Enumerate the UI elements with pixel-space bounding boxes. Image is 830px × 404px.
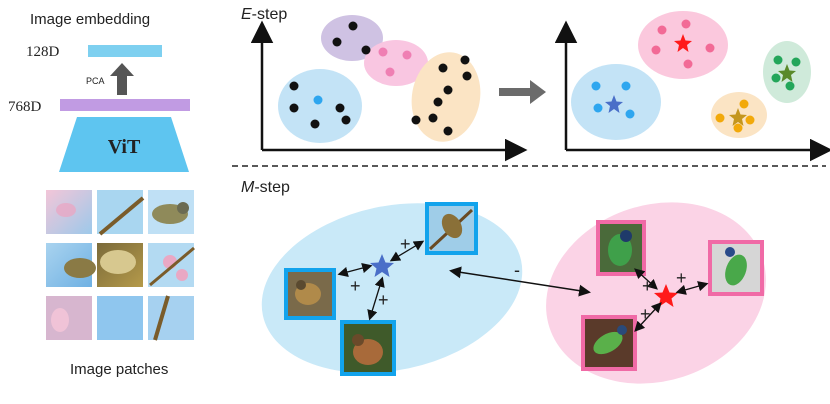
- m-step-arrows: [337, 240, 709, 332]
- orange-points-after: [715, 99, 755, 133]
- minus-sign: -: [514, 260, 520, 280]
- arrow-negative: [449, 266, 591, 297]
- plus-sign: +: [640, 304, 651, 324]
- blue-points-after: [591, 81, 635, 119]
- patch-9: [148, 295, 194, 341]
- blue-points: [313, 95, 323, 105]
- centroid-star-orange: [729, 108, 747, 126]
- transition-arrow-icon: [499, 80, 546, 104]
- dim-768-label: 768D: [8, 99, 42, 115]
- embedding-768-bar: [60, 99, 190, 111]
- patch-8: [97, 296, 143, 340]
- m-step-signs: + + + - + + +: [350, 234, 687, 324]
- plus-sign: +: [642, 276, 653, 296]
- patch-5: [97, 243, 143, 287]
- e-step-after-plot: [554, 11, 830, 162]
- e-step-title: E-step: [241, 6, 287, 23]
- m-centroid-star-blue: [370, 254, 394, 277]
- patch-2: [97, 190, 145, 236]
- arrow-star-to-img2: [337, 262, 373, 278]
- bird-image-4: [596, 220, 646, 276]
- data-points: [289, 21, 472, 136]
- e-step-before-plot: [250, 15, 528, 162]
- vit-label: ViT: [108, 136, 141, 158]
- green-points-after: [771, 55, 801, 91]
- arrow-red-to-img6: [634, 302, 662, 332]
- patch-7: [46, 296, 92, 340]
- arrow-star-to-img3: [367, 276, 385, 321]
- bird-image-6: [581, 315, 637, 371]
- m-step-title: M-step: [241, 179, 290, 196]
- plus-sign: +: [676, 268, 687, 288]
- dim-128-label: 128D: [26, 44, 60, 60]
- patch-4: [46, 243, 96, 287]
- plus-sign: +: [350, 276, 361, 296]
- embedding-title: Image embedding: [30, 11, 150, 28]
- cluster-blue: [278, 69, 362, 143]
- image-patches-grid: [46, 190, 195, 341]
- bird-image-3: [340, 320, 396, 376]
- patch-6: [148, 243, 195, 287]
- arrow-star-to-img1: [389, 240, 425, 262]
- pca-label: PCA: [86, 76, 105, 86]
- patch-3: [148, 190, 194, 234]
- arrow-red-to-img5: [675, 281, 709, 295]
- m-centroid-star-red: [654, 284, 678, 307]
- bird-image-2: [284, 268, 336, 320]
- centroid-star-green: [778, 64, 796, 82]
- bird-image-1: [425, 202, 478, 255]
- centroid-star-red: [674, 34, 692, 52]
- pink-points-after: [651, 19, 715, 69]
- embedding-128-bar: [88, 45, 162, 57]
- vit-encoder: [59, 117, 189, 172]
- plus-sign: +: [378, 290, 389, 310]
- patch-1: [46, 190, 92, 234]
- pink-points: [378, 47, 412, 77]
- patches-caption: Image patches: [70, 361, 168, 378]
- arrow-red-to-img4: [634, 268, 658, 290]
- bird-image-5: [708, 240, 764, 296]
- pca-arrow-icon: [110, 63, 134, 95]
- centroid-star-blue: [605, 95, 623, 113]
- plus-sign: +: [400, 234, 411, 254]
